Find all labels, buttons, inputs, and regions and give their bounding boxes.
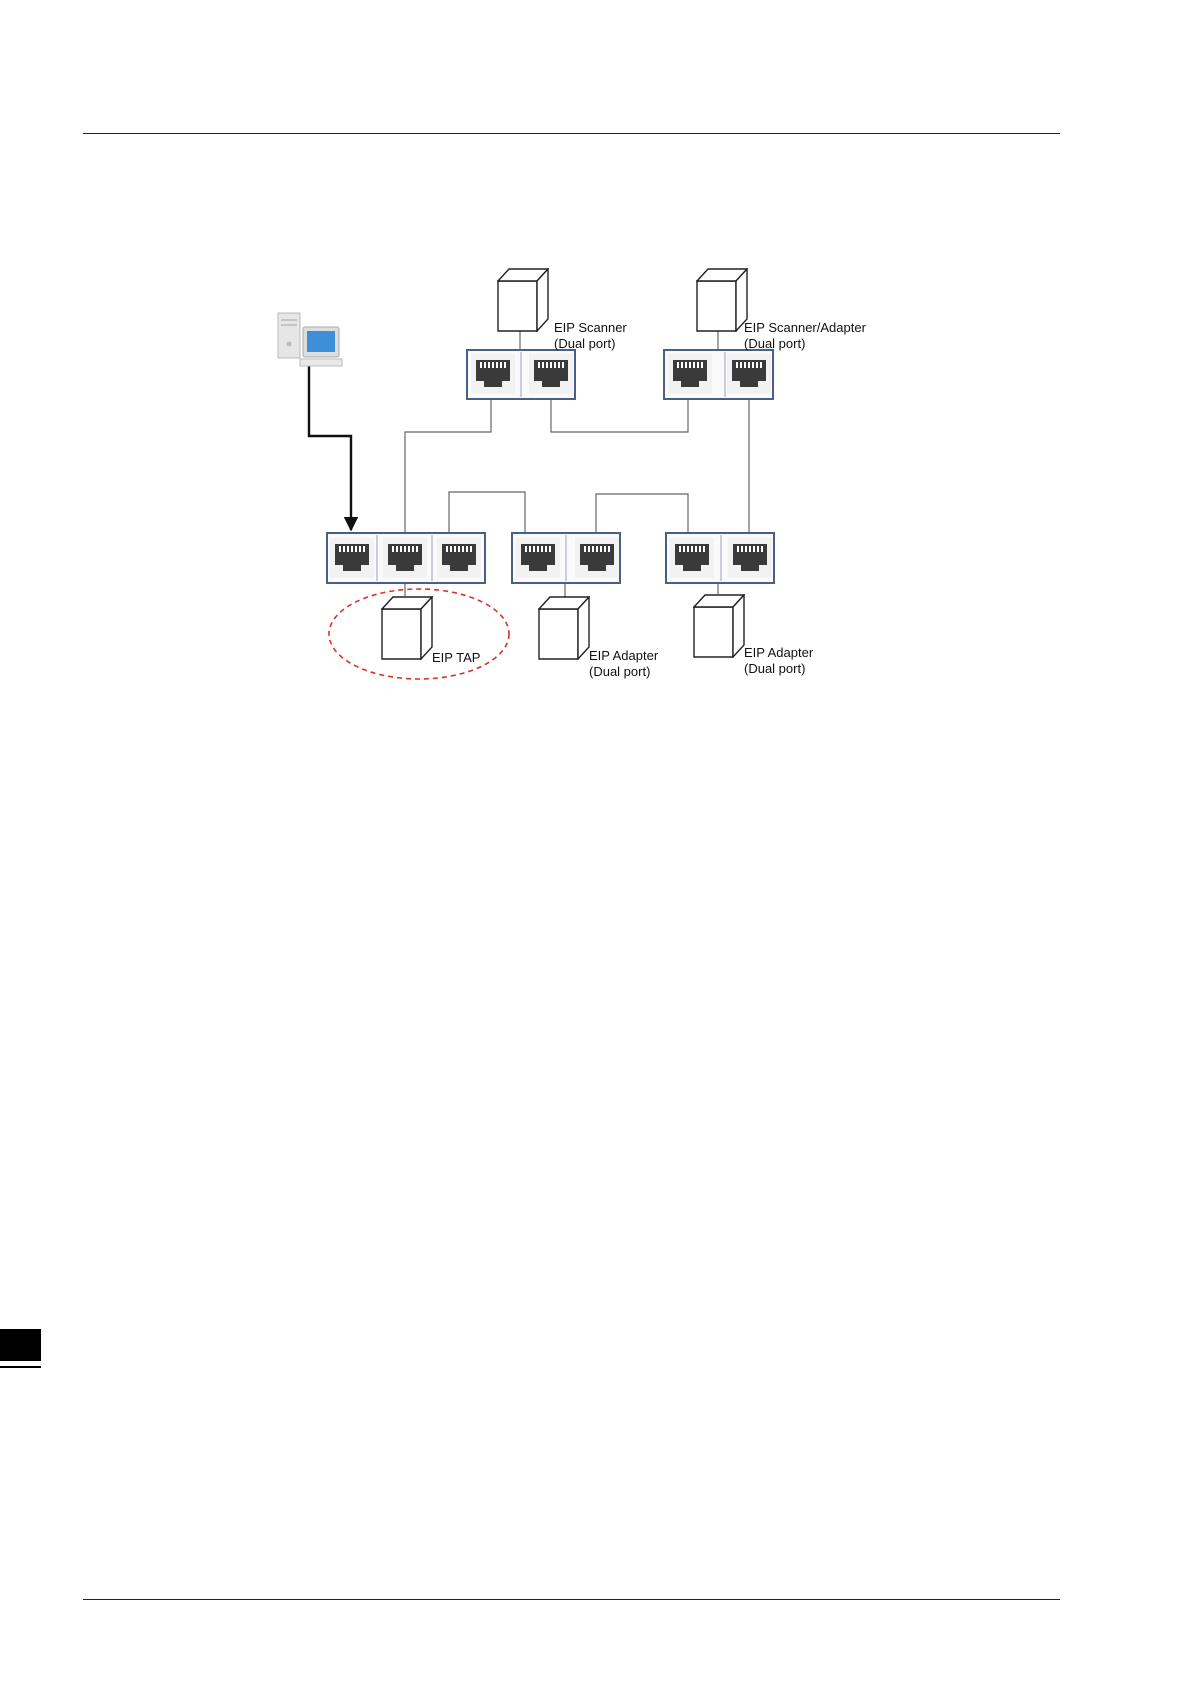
wire-tap-to-adapter1 xyxy=(449,492,525,538)
tap-device-icon xyxy=(382,597,432,659)
rj45-port-icon xyxy=(668,354,712,394)
scanner-adapter-label: EIP Scanner/Adapter xyxy=(744,320,867,335)
rj45-port-icon xyxy=(471,354,515,394)
tap-label: EIP TAP xyxy=(432,650,480,665)
pc-connection-arrow xyxy=(309,366,351,530)
scanner-adapter-device-icon xyxy=(697,269,747,331)
rj45-port-icon xyxy=(437,538,481,578)
adapter2-label: EIP Adapter xyxy=(744,645,814,660)
rj45-port-icon xyxy=(516,538,560,578)
rj45-port-icon xyxy=(529,354,573,394)
scanner-port-label: (Dual port) xyxy=(554,336,615,351)
rj45-port-icon xyxy=(330,538,374,578)
adapter1-device-icon xyxy=(539,597,589,659)
tap-port-module xyxy=(327,533,485,583)
rj45-port-icon xyxy=(383,538,427,578)
wire-scanner-to-tap xyxy=(405,389,491,538)
scanner-adapter-port-label: (Dual port) xyxy=(744,336,805,351)
rj45-port-icon xyxy=(670,538,714,578)
adapter2-port-module xyxy=(666,533,774,583)
wire-adapter1-to-adapter2 xyxy=(596,494,688,538)
rj45-port-icon xyxy=(575,538,619,578)
adapter2-device-icon xyxy=(694,595,744,657)
scanner-port-module xyxy=(467,350,575,399)
scanner-label: EIP Scanner xyxy=(554,320,627,335)
adapter1-port-module xyxy=(512,533,620,583)
adapter1-port-label: (Dual port) xyxy=(589,664,650,679)
rj45-port-icon xyxy=(727,354,771,394)
adapter2-port-label: (Dual port) xyxy=(744,661,805,676)
scanner-adapter-port-module xyxy=(664,350,773,399)
scanner-device-icon xyxy=(498,269,548,331)
desktop-computer-icon xyxy=(278,313,342,366)
rj45-port-icon xyxy=(728,538,772,578)
adapter1-label: EIP Adapter xyxy=(589,648,659,663)
